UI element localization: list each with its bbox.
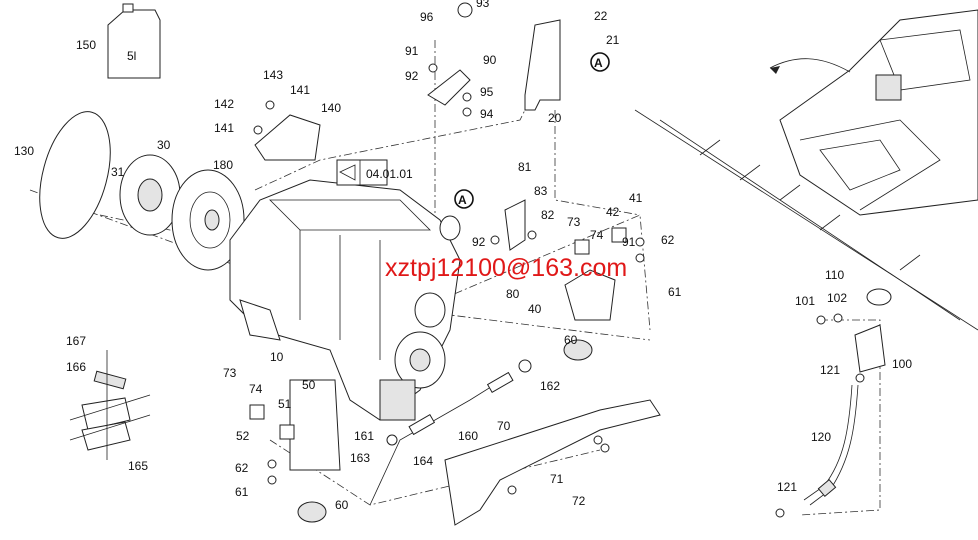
part-number-label: 121 <box>777 480 797 494</box>
part-number-label: 81 <box>518 160 532 174</box>
svg-text:A: A <box>458 193 467 207</box>
part-number-label: 95 <box>480 85 494 99</box>
part-number-label: 91 <box>405 44 419 58</box>
svg-text:A: A <box>594 56 603 70</box>
part-number-label: 60 <box>335 498 349 512</box>
part-number-label: 100 <box>892 357 912 371</box>
part-number-label: 91 <box>622 235 636 249</box>
part-number-label: 93 <box>476 0 490 10</box>
part-number-label: 20 <box>548 111 562 125</box>
brackets <box>254 19 661 526</box>
part-number-label: 142 <box>214 97 234 111</box>
part-number-label: 51 <box>278 397 292 411</box>
part-number-label: 92 <box>472 235 486 249</box>
part-number-label: 52 <box>236 429 250 443</box>
reference-box: 04.01.01 <box>336 159 413 186</box>
part-number-label: 30 <box>157 138 171 152</box>
part-number-label: 166 <box>66 360 86 374</box>
throttle-cable <box>369 359 532 506</box>
flywheel-parts <box>39 111 245 271</box>
part-number-label: 92 <box>405 69 419 83</box>
part-number-label: 101 <box>795 294 815 308</box>
part-number-label: 102 <box>827 291 847 305</box>
part-number-label: 164 <box>413 454 433 468</box>
part-number-label: 31 <box>111 165 125 179</box>
part-number-label: 163 <box>350 451 370 465</box>
part-number-label: 120 <box>811 430 831 444</box>
engine <box>229 179 461 421</box>
part-number-label: 70 <box>497 419 511 433</box>
part-number-label: 50 <box>302 378 316 392</box>
part-number-label: 83 <box>534 184 548 198</box>
clamp-assembly <box>69 350 151 460</box>
part-number-label: 82 <box>541 208 555 222</box>
part-number-label: 165 <box>128 459 148 473</box>
part-number-label: 121 <box>820 363 840 377</box>
oil-jug: 5l <box>107 3 161 79</box>
part-number-label: 141 <box>214 121 234 135</box>
part-number-label: 140 <box>321 101 341 115</box>
part-number-label: 160 <box>458 429 478 443</box>
part-number-label: 71 <box>550 472 564 486</box>
part-number-label: 162 <box>540 379 560 393</box>
part-number-label: 40 <box>528 302 542 316</box>
part-number-label: 62 <box>661 233 675 247</box>
part-number-label: 41 <box>629 191 643 205</box>
part-number-label: 130 <box>14 144 34 158</box>
part-number-label: 74 <box>590 228 604 242</box>
hardware <box>249 2 865 523</box>
part-number-label: 143 <box>263 68 283 82</box>
reference-code: 04.01.01 <box>366 167 413 181</box>
part-number-label: 73 <box>567 215 581 229</box>
part-number-label: 180 <box>213 158 233 172</box>
part-number-label: 80 <box>506 287 520 301</box>
part-number-label: 60 <box>564 333 578 347</box>
part-number-label: 141 <box>290 83 310 97</box>
detail-marker-a-2: A <box>454 189 474 209</box>
part-number-labels: 93 96 22 91 90 21 92 95 94 20 150 143 141 142 140 141 30… <box>14 0 912 512</box>
filter-assembly <box>803 288 892 506</box>
part-number-label: 21 <box>606 33 620 47</box>
jug-volume: 5l <box>127 49 136 63</box>
part-number-label: 94 <box>480 107 494 121</box>
part-number-label: 110 <box>825 268 844 282</box>
part-number-label: 62 <box>235 461 249 475</box>
part-number-label: 61 <box>235 485 249 499</box>
part-number-label: 167 <box>66 334 86 348</box>
part-number-label: 61 <box>668 285 682 299</box>
part-number-label: 22 <box>594 9 608 23</box>
part-number-label: 150 <box>76 38 96 52</box>
watermark: xztpj12100@163.com <box>385 254 627 282</box>
part-number-label: 74 <box>249 382 263 396</box>
part-number-label: 42 <box>606 205 620 219</box>
part-number-label: 161 <box>354 429 374 443</box>
detail-marker-a-1: A <box>590 52 610 72</box>
part-number-label: 73 <box>223 366 237 380</box>
part-number-label: 10 <box>270 350 284 364</box>
part-number-label: 72 <box>572 494 586 508</box>
part-number-label: 90 <box>483 53 497 67</box>
part-number-label: 96 <box>420 10 434 24</box>
paver-machine <box>634 9 978 331</box>
